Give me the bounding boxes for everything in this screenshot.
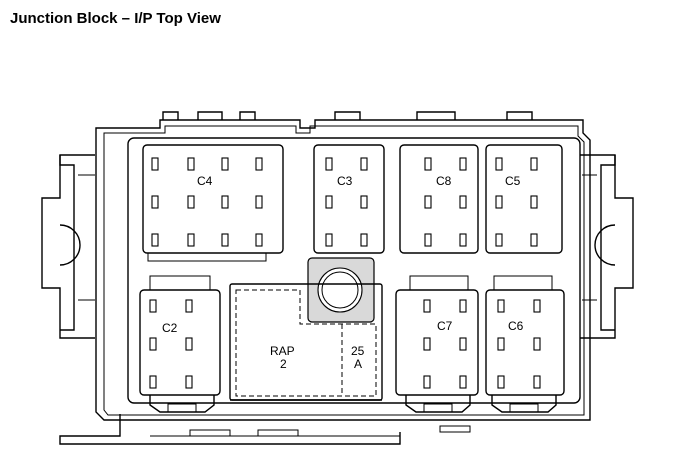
- label-c3: C3: [337, 174, 353, 188]
- pin-cavity-c7: [459, 337, 467, 351]
- pin-cavity-c4: [151, 157, 159, 171]
- mounting-post: [307, 257, 375, 323]
- connector-c3: [313, 144, 385, 254]
- pin-cavity-c3: [325, 195, 333, 209]
- pin-cavity-c4: [221, 157, 229, 171]
- pin-cavity-c7: [459, 299, 467, 313]
- pin-cavity-c5: [530, 233, 538, 247]
- pin-cavity-c8: [459, 233, 467, 247]
- connector-c8: [399, 144, 479, 254]
- pin-cavity-c6: [497, 299, 505, 313]
- pin-cavity-c7: [423, 299, 431, 313]
- connector-c2: [139, 275, 221, 396]
- pin-cavity-c7: [459, 375, 467, 389]
- pin-cavity-c2: [149, 337, 157, 351]
- pin-cavity-c3: [325, 157, 333, 171]
- pin-cavity-c4: [255, 195, 263, 209]
- pin-cavity-c2: [185, 299, 193, 313]
- pin-cavity-c6: [533, 337, 541, 351]
- pin-cavity-c5: [530, 157, 538, 171]
- pin-cavity-c2: [185, 337, 193, 351]
- pin-cavity-c4: [187, 157, 195, 171]
- pin-cavity-c4: [187, 195, 195, 209]
- fuse-label-line1: 25: [351, 344, 365, 358]
- junction-block-housing: [59, 119, 591, 445]
- left-mounting-bracket: [41, 154, 95, 339]
- pin-cavity-c4: [151, 233, 159, 247]
- page-title: Junction Block – I/P Top View: [10, 10, 221, 27]
- pin-cavity-c4: [151, 195, 159, 209]
- fuse-label-line2: A: [354, 357, 362, 371]
- pin-cavity-c8: [424, 233, 432, 247]
- pin-cavity-c2: [149, 299, 157, 313]
- pin-cavity-c8: [459, 157, 467, 171]
- label-c5: C5: [505, 174, 521, 188]
- pin-cavity-c6: [533, 299, 541, 313]
- pin-cavity-c3: [360, 157, 368, 171]
- pin-cavity-c7: [423, 375, 431, 389]
- pin-cavity-c4: [221, 233, 229, 247]
- label-c7: C7: [437, 319, 453, 333]
- rap-label-line1: RAP: [270, 344, 295, 358]
- pin-cavity-c8: [459, 195, 467, 209]
- pin-cavity-c6: [497, 375, 505, 389]
- label-c4: C4: [197, 174, 213, 188]
- label-c2: C2: [162, 321, 178, 335]
- pin-cavity-c5: [530, 195, 538, 209]
- label-c8: C8: [436, 174, 452, 188]
- pin-cavity-c6: [533, 375, 541, 389]
- connector-c4: [142, 144, 284, 262]
- right-mounting-bracket: [580, 154, 634, 339]
- pin-cavity-c4: [255, 233, 263, 247]
- pin-cavity-c4: [187, 233, 195, 247]
- connector-latches: [149, 395, 557, 413]
- pin-cavity-c8: [424, 157, 432, 171]
- pin-cavity-c5: [495, 195, 503, 209]
- pin-cavity-c4: [255, 157, 263, 171]
- connector-c6: [485, 275, 565, 396]
- rap-relay-block: [229, 283, 383, 401]
- pin-cavity-c7: [423, 337, 431, 351]
- pin-cavity-c6: [497, 337, 505, 351]
- pin-cavity-c2: [185, 375, 193, 389]
- connector-c5: [485, 144, 563, 254]
- label-c6: C6: [508, 319, 524, 333]
- pin-cavity-c3: [360, 233, 368, 247]
- pin-cavity-c4: [221, 195, 229, 209]
- pin-cavity-c3: [325, 233, 333, 247]
- pin-cavity-c2: [149, 375, 157, 389]
- top-latches: [162, 111, 533, 120]
- pin-cavity-c8: [424, 195, 432, 209]
- rap-label-line2: 2: [280, 357, 287, 371]
- pin-cavity-c5: [495, 233, 503, 247]
- pin-cavity-c5: [495, 157, 503, 171]
- pin-cavity-c3: [360, 195, 368, 209]
- connector-c7: [395, 275, 479, 396]
